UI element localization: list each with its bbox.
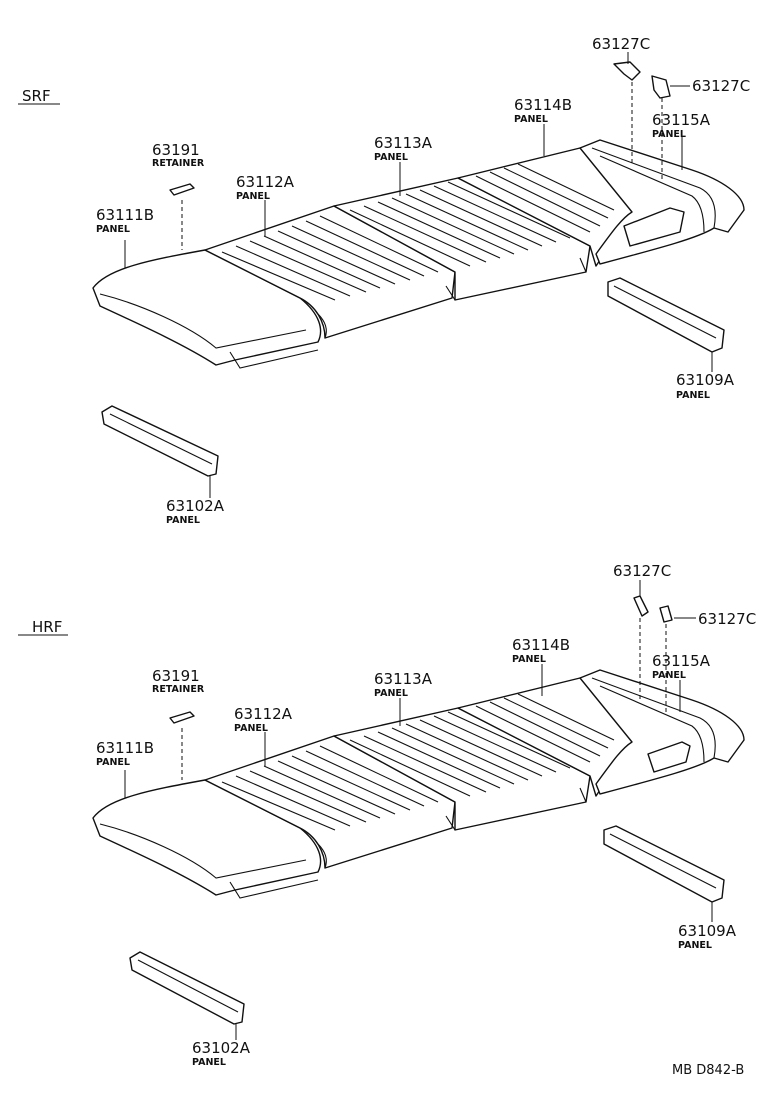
label-63109a: 63109A [676,371,735,389]
label-63114b-name: PANEL [512,654,546,665]
label-63191-name: RETAINER [152,158,205,169]
label-63127c-2: 63127C [698,610,756,628]
rail-63109a [603,825,725,903]
rail-63109a-detail [613,285,717,339]
label-63111b-name: PANEL [96,757,130,768]
label-63113a: 63113A [374,670,433,688]
panel-63112a [204,735,456,869]
roof-assembly-hrf [92,669,745,899]
panel-63111b-lip [229,349,319,369]
label-63112a-name: PANEL [234,723,268,734]
bracket-63127c-2 [659,605,673,623]
rail-63102a [101,405,219,477]
section-hrf: HRF [18,562,756,1068]
label-63127c-1: 63127C [592,35,650,53]
label-63191-name: RETAINER [152,684,205,695]
label-63127c-1: 63127C [613,562,671,580]
header-opening [623,207,685,247]
rail-63109a [607,277,725,353]
header-flange-1 [591,677,716,759]
label-63115a-name: PANEL [652,670,686,681]
label-63112a-name: PANEL [236,191,270,202]
label-63109a: 63109A [678,922,737,940]
roof-assembly-srf [92,139,745,369]
label-63111b-name: PANEL [96,224,130,235]
panel-63111b-edge [99,293,307,349]
bracket-63127c-1 [633,595,649,617]
panel-63112a [204,205,456,339]
label-63114b: 63114B [514,96,572,114]
diagram-code: MB D842-B [672,1063,744,1078]
label-63102a: 63102A [166,497,225,515]
label-63109a-name: PANEL [676,390,710,401]
label-63113a: 63113A [374,134,433,152]
panel-ribs [221,163,615,301]
panel-63115a [579,139,745,265]
panel-ribs [221,693,615,831]
section-label-hrf: HRF [32,618,62,636]
label-63115a: 63115A [652,652,711,670]
label-63102a: 63102A [192,1039,251,1057]
label-63113a-name: PANEL [374,152,408,163]
rail-63102a [129,951,245,1025]
label-63114b: 63114B [512,636,570,654]
section-srf: SRF [18,35,750,526]
label-63102a-name: PANEL [166,515,200,526]
panel-63111b [92,779,322,896]
header-flange-2 [599,155,705,233]
seam-1 [317,313,327,339]
header-flange-2 [599,685,705,763]
label-63111b: 63111B [96,206,154,224]
label-63109a-name: PANEL [678,940,712,951]
label-63112a: 63112A [236,173,295,191]
panel-63111b-edge [99,823,307,879]
retainer-63191 [169,183,195,196]
label-63114b-name: PANEL [514,114,548,125]
seam-2 [445,285,456,301]
panel-63111b [92,249,322,366]
rail-63102a-detail [137,959,239,1013]
label-63127c-2: 63127C [692,77,750,95]
section-label-srf: SRF [22,87,51,105]
header-opening [647,741,691,773]
rail-63102a-detail [109,413,213,465]
rail-63109a-detail [609,833,717,889]
bracket-63127c-1 [613,61,641,81]
seam-1 [317,843,327,869]
panel-63111b-lip [229,879,319,899]
seam-3 [579,257,587,273]
bracket-63127c-2 [651,75,671,99]
label-63112a: 63112A [234,705,293,723]
retainer-63191 [169,711,195,724]
seam-2 [445,815,456,831]
label-63191: 63191 [152,667,200,685]
panel-63115a [579,669,745,795]
seam-3 [579,787,587,803]
label-63102a-name: PANEL [192,1057,226,1068]
label-63111b: 63111B [96,739,154,757]
label-63115a-name: PANEL [652,129,686,140]
label-63113a-name: PANEL [374,688,408,699]
label-63115a: 63115A [652,111,711,129]
label-63191: 63191 [152,141,200,159]
header-flange-1 [591,147,716,229]
